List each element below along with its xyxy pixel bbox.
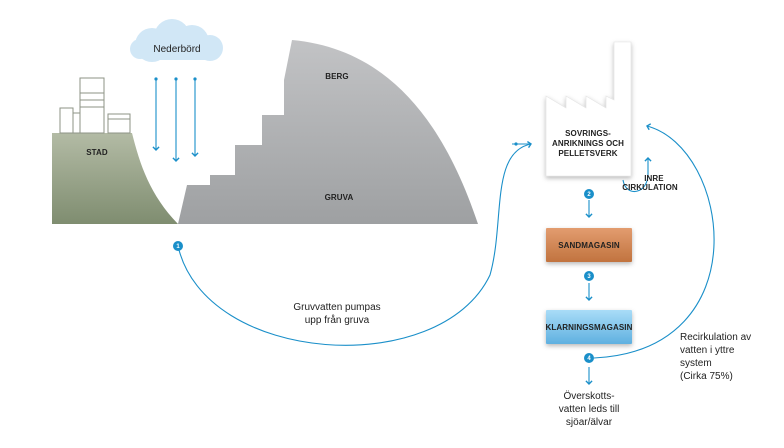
pump-label-line1: Gruvvatten pumpas [293,302,380,313]
recirculation-label-line3: system [680,358,712,369]
recirculation-label-line2: vatten i yttre [680,345,735,356]
cloud-label: Nederbörd [153,44,200,55]
mountain-mine [178,40,478,224]
overflow-label-line1: Överskotts- [563,390,614,402]
svg-text:1: 1 [176,244,180,250]
mountain-label: BERG [325,72,349,81]
inner-circulation-arrow [622,157,652,192]
svg-text:4: 4 [587,356,591,362]
step-marker-2: 2 [584,189,594,199]
clarification-basin [546,310,632,344]
inner-circulation-line1: INRE [644,174,664,183]
sand-basin-label: SANDMAGASIN [558,241,620,250]
city-label: STAD [86,148,108,157]
pump-label-line2: upp från gruva [305,314,370,326]
inner-circulation-line2: CIRKULATION [622,183,678,192]
pump-flow-arrow [177,140,532,346]
plant-label-line3: PELLETSVERK [558,149,617,158]
svg-text:2: 2 [587,192,591,198]
recirculation-label-line4: (Cirka 75%) [680,371,733,382]
plant-factory [545,41,632,177]
sand-basin [546,228,632,262]
step-marker-1: 1 [173,241,183,251]
overflow-label-line2: vatten leds till [559,404,620,415]
rain-dots [154,77,197,81]
pump-dot [514,142,518,146]
recirculation-arrow [593,123,715,359]
recirculation-label-line1: Recirkulation av [680,332,751,343]
precipitation-arrows [152,79,199,162]
svg-text:3: 3 [587,274,591,280]
cloud [130,19,223,62]
plant-label-line1: SOVRINGS- [565,129,611,138]
step-marker-3: 3 [584,271,594,281]
mine-label: GRUVA [325,193,354,202]
overflow-label-line3: sjöar/älvar [566,417,613,428]
step-marker-4: 4 [584,353,594,363]
city-ground [52,133,178,224]
clarification-basin-label: KLARNINGSMAGASIN [546,323,633,332]
plant-label-line2: ANRIKNINGS OCH [552,139,624,148]
city-buildings [59,77,131,134]
